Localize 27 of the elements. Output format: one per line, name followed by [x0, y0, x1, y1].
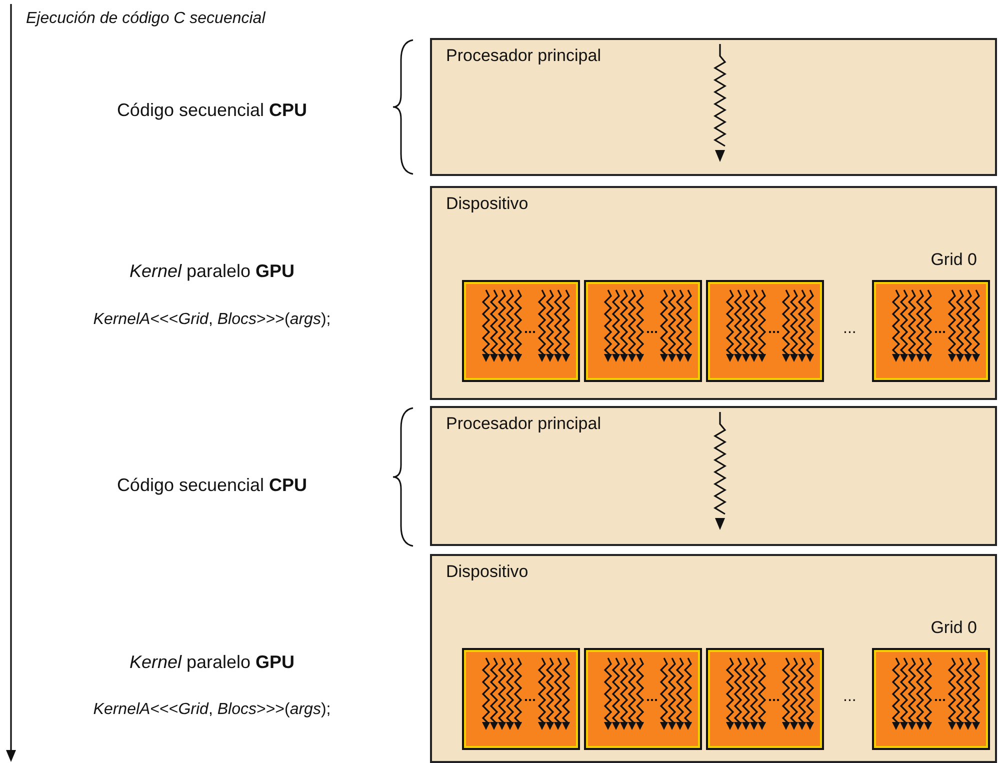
- side-label: KernelA<<<Grid, Blocs>>>(args);: [93, 701, 331, 719]
- host-panel: [430, 406, 997, 546]
- thread-block: [872, 280, 990, 382]
- panel-title: Dispositivo: [446, 194, 528, 214]
- panel-title: Procesador principal: [446, 414, 601, 434]
- side-label: Código secuencial CPU: [116, 475, 308, 496]
- thread-block: [462, 280, 580, 382]
- grid-label: Grid 0: [930, 618, 977, 638]
- panel-title: Dispositivo: [446, 562, 528, 582]
- thread-block: [872, 648, 990, 750]
- ellipsis: ...: [843, 688, 856, 706]
- side-label: Código secuencial CPU: [116, 100, 308, 121]
- thread-block: [706, 280, 824, 382]
- thread-block: [706, 648, 824, 750]
- grid-label: Grid 0: [930, 250, 977, 270]
- thread-block: [584, 648, 702, 750]
- device-panel: [430, 554, 997, 763]
- side-label: KernelA<<<Grid, Blocs>>>(args);: [93, 311, 331, 329]
- host-panel: [430, 38, 997, 176]
- ellipsis: ...: [843, 320, 856, 338]
- device-panel: [430, 186, 997, 400]
- thread-block: [584, 280, 702, 382]
- side-label: Kernel paralelo GPU: [129, 652, 295, 673]
- panel-title: Procesador principal: [446, 46, 601, 66]
- timeline-label: Ejecución de código C secuencial: [26, 10, 266, 28]
- thread-block: [462, 648, 580, 750]
- side-label: Kernel paralelo GPU: [129, 261, 295, 282]
